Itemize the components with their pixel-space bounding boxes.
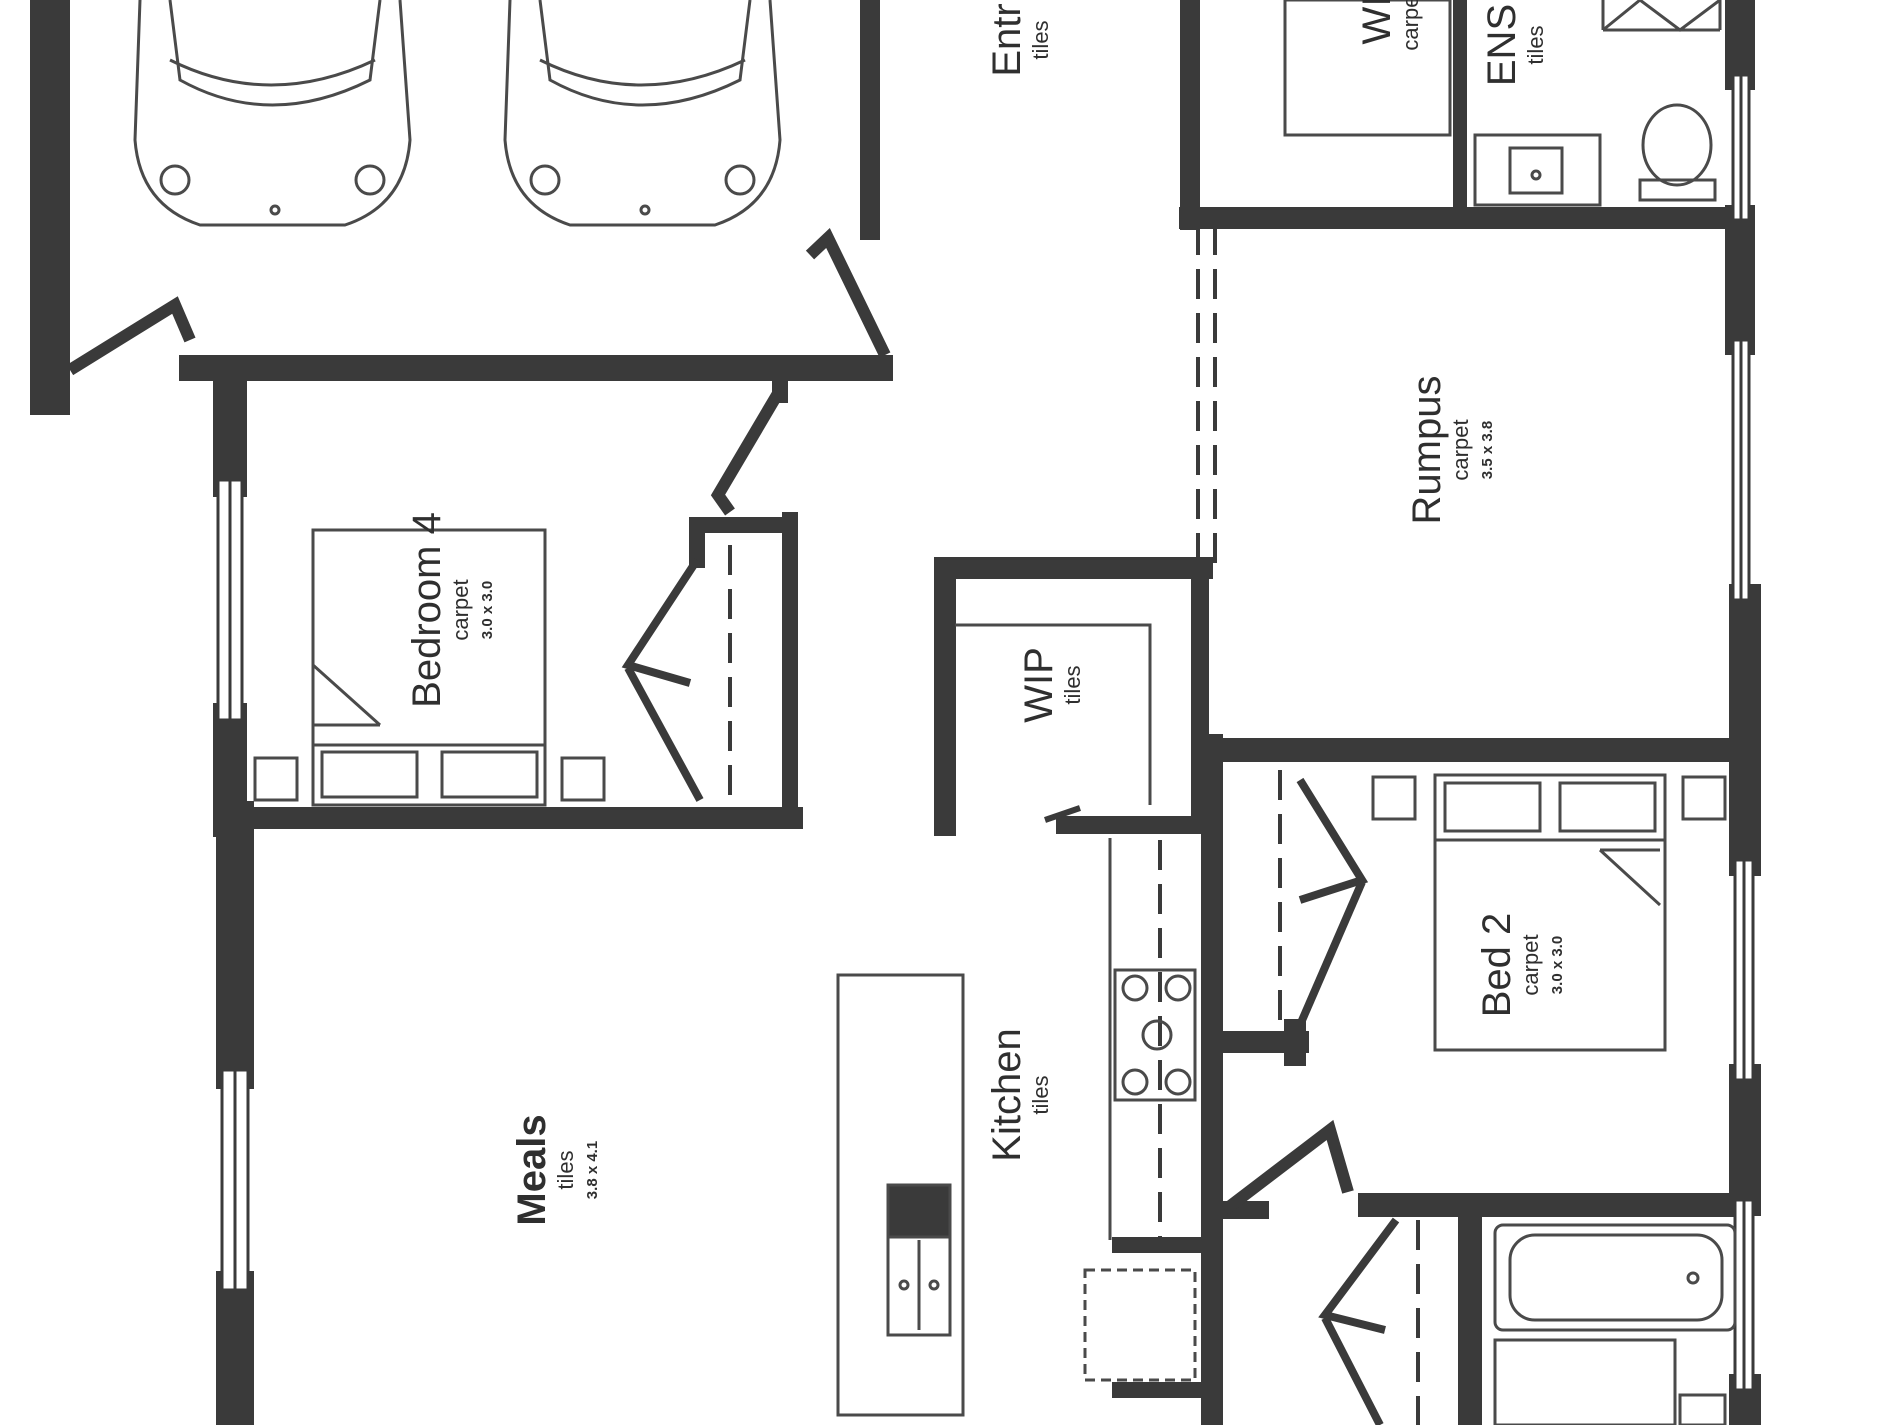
walls xyxy=(30,0,1761,1425)
room-label-kitchen: Kitchen tiles xyxy=(985,1028,1053,1161)
room-label-wip: WIP tiles xyxy=(1017,647,1085,723)
room-finish: tiles xyxy=(1523,25,1548,64)
room-name: Meals xyxy=(510,1114,554,1225)
room-finish: carpet xyxy=(1518,934,1543,995)
room-name: WIP xyxy=(1017,647,1061,723)
bed-icon-bed2 xyxy=(1371,773,1727,1052)
room-name: Bedroom 4 xyxy=(405,512,449,708)
room-label-ensuite: ENS tiles xyxy=(1480,4,1548,86)
car-icon-right xyxy=(503,0,782,227)
room-finish: carpet xyxy=(1398,0,1423,51)
room-label-rumpus: Rumpus carpet 3.5 x 3.8 xyxy=(1405,376,1496,525)
room-name: Kitchen xyxy=(985,1028,1029,1161)
bed-icon-bedroom4 xyxy=(253,528,606,807)
room-label-meals: Meals tiles 3.8 x 4.1 xyxy=(510,1114,601,1225)
room-name: Rumpus xyxy=(1405,376,1449,525)
doors xyxy=(66,228,1400,1425)
room-label-entry: Entr tiles xyxy=(985,3,1053,76)
bath-icon xyxy=(1493,1223,1737,1425)
openings xyxy=(728,225,1420,1425)
room-name: Entr xyxy=(985,3,1029,76)
ensuite-fixtures xyxy=(1283,0,1722,207)
room-finish: carpet xyxy=(1448,419,1473,480)
car-icon-left xyxy=(133,0,412,227)
room-name: ENS xyxy=(1480,4,1524,86)
room-label-bedroom4: Bedroom 4 carpet 3.0 x 3.0 xyxy=(405,512,496,708)
room-finish: carpet xyxy=(448,579,473,640)
room-finish: tiles xyxy=(1028,1075,1053,1114)
room-dimensions: 3.0 x 3.0 xyxy=(479,581,496,639)
room-finish: tiles xyxy=(1060,665,1085,704)
room-name: Bed 2 xyxy=(1475,913,1519,1018)
room-label-bed2: Bed 2 carpet 3.0 x 3.0 xyxy=(1475,913,1566,1018)
windows xyxy=(216,73,1755,1392)
kitchen-fixtures xyxy=(836,838,1197,1417)
room-name: WI xyxy=(1355,0,1399,44)
room-label-wir: WI carpet xyxy=(1355,0,1423,51)
wip-shelves xyxy=(955,623,1152,805)
room-dimensions: 3.5 x 3.8 xyxy=(1479,421,1496,479)
room-finish: tiles xyxy=(553,1150,578,1189)
room-dimensions: 3.8 x 4.1 xyxy=(584,1141,601,1199)
room-dimensions: 3.0 x 3.0 xyxy=(1549,936,1566,994)
room-finish: tiles xyxy=(1028,20,1053,59)
